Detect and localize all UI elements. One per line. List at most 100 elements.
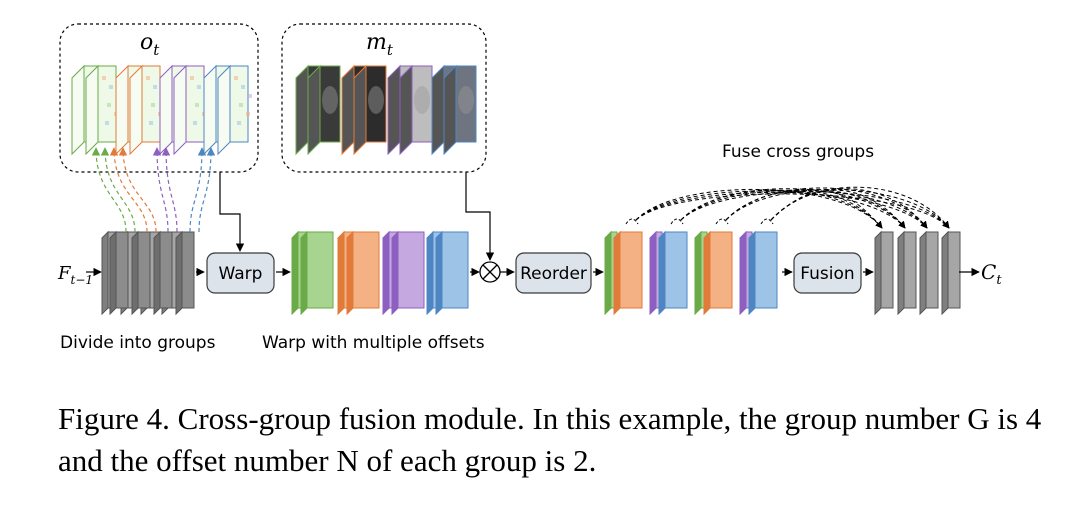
output-feature-sheet-side — [897, 230, 905, 316]
offset-map-speckle — [190, 76, 194, 80]
reordered-blue-sheet-face — [754, 231, 778, 309]
offset-map-orange-side — [115, 64, 129, 156]
fuse-cross-dashed-arrow-icon — [680, 188, 906, 229]
input-feature-sheet-face — [159, 231, 173, 309]
input-label: Ft−1 — [57, 263, 93, 287]
offset-map-speckle — [239, 103, 243, 107]
group-to-offset-orange-arrow-icon — [118, 147, 157, 233]
offset-map-purple — [173, 64, 208, 156]
offset-map-orange-side — [129, 64, 143, 156]
warped-green-sheet — [300, 230, 334, 316]
mask-map-texture — [414, 86, 430, 114]
fuse-source-loop-icon — [625, 218, 639, 225]
reordered-orange-sheet-face — [619, 231, 643, 309]
offset-label: ot — [140, 30, 160, 59]
offset-map-orange — [129, 64, 164, 156]
reordered-blue-sheet — [658, 230, 688, 316]
mask-map-blue-side — [431, 64, 445, 156]
output-feature-sheet-face — [925, 231, 939, 309]
group-to-offset-blue-arrow-icon — [198, 147, 216, 233]
mask-map-blue-face — [455, 65, 477, 143]
fuse-source-loop-icon — [715, 218, 729, 225]
mask-map-texture — [322, 86, 338, 114]
fuse-cross-dashed-arrow-icon — [770, 189, 906, 229]
reordered-blue-sheet-side — [658, 230, 666, 316]
fuse-cross-dashed-arrow-icon — [635, 193, 950, 229]
offset-map-speckle — [107, 103, 111, 107]
fuse-cross-dashed-arrow-icon — [680, 191, 950, 229]
warped-purple-sheet-side — [391, 230, 399, 316]
offset-map-blue-side — [217, 64, 231, 156]
reordered-blue-sheet-face — [664, 231, 688, 309]
mask-map-green-face — [319, 65, 341, 143]
group-to-offset-blue-arrow-icon — [189, 147, 207, 233]
warped-purple-sheet — [391, 230, 425, 316]
offset-map-green — [85, 64, 120, 156]
offset-map-purple-side — [173, 64, 187, 156]
offset-map-speckle — [102, 76, 106, 80]
offset-map-speckle — [234, 76, 238, 80]
group-to-offset-purple-arrow-icon — [152, 147, 169, 233]
mask-map-purple — [399, 64, 433, 156]
offset-panel-frame — [59, 23, 259, 173]
warped-orange-sheet — [346, 230, 380, 316]
fusion-button[interactable] — [793, 252, 862, 294]
offset-map-speckle — [195, 103, 199, 107]
offset-map-speckle — [149, 121, 153, 125]
input-feature-sheet-side — [175, 230, 183, 316]
warped-green-sheet-side — [300, 230, 308, 316]
input-feature-sheet-side — [153, 230, 161, 316]
offset-map-purple-side — [159, 64, 173, 156]
multiply-cross-b — [482, 264, 498, 280]
offset-map-speckle — [109, 85, 113, 89]
offset-map-speckle — [146, 76, 150, 80]
output-feature-sheet — [919, 230, 939, 316]
mask-map-orange-side — [341, 64, 355, 156]
fuse-cross-dashed-arrow-icon — [635, 190, 906, 229]
fuse-cross-groups-label: Fuse cross groups — [722, 142, 874, 162]
input-feature-sheet-side — [101, 230, 109, 316]
warped-blue-sheet-side — [435, 230, 443, 316]
output-feature-sheet — [941, 230, 961, 316]
warped-green-sheet-side — [291, 230, 299, 316]
offset-map-speckle — [153, 85, 157, 89]
input-feature-sheet-face — [115, 231, 129, 309]
reordered-green-sheet-side — [604, 230, 612, 316]
warp-button[interactable] — [206, 252, 275, 294]
figure-caption: Figure 4. Cross-group fusion module. In … — [58, 401, 1042, 478]
fuse-source-loop-icon — [760, 218, 774, 225]
mask-maps — [295, 64, 477, 156]
fuse-cross-dashed-arrow-icon — [725, 187, 928, 229]
warped-purple-sheet-side — [382, 230, 390, 316]
group-to-offset-green-arrow-icon — [91, 147, 127, 233]
offset-map-green-side — [85, 64, 99, 156]
mask-map-green — [307, 64, 341, 156]
output-feature-sheet — [874, 230, 894, 316]
offset-map-green-side — [71, 64, 85, 156]
input-feature-sheet — [131, 230, 151, 316]
reorder-label: Reorder — [520, 264, 587, 284]
mask-panel-frame — [281, 23, 487, 173]
input-feature-sheet-face — [137, 231, 151, 309]
mask-map-texture — [458, 86, 474, 114]
reorder-button[interactable] — [515, 252, 592, 294]
output-feature-sheet-face — [880, 231, 894, 309]
reordered-orange-sheet-side — [613, 230, 621, 316]
output-feature-sheet-side — [941, 230, 949, 316]
warped-blue-sheet — [435, 230, 469, 316]
mask-map-green-side — [295, 64, 309, 156]
warped-purple-sheet-face — [397, 231, 425, 309]
output-feature-sheet — [897, 230, 917, 316]
group-to-offset-orange-arrow-icon — [109, 147, 148, 233]
offset-to-warp-arrow-icon — [219, 172, 245, 252]
offset-map-blue — [217, 64, 252, 156]
offset-map-blue-side — [203, 64, 217, 156]
output-feature-sheet-face — [947, 231, 961, 309]
cross-group-fusion-diagram: ot mt Fuse cross groups Ft−1 Warp Reorde… — [57, 23, 1002, 353]
input-feature-sheet-side — [131, 230, 139, 316]
mask-map-blue — [443, 64, 477, 156]
fuse-cross-dashed-arrow-icon — [770, 188, 928, 229]
warp-multiple-offsets-label: Warp with multiple offsets — [262, 333, 485, 353]
offset-map-speckle — [241, 85, 245, 89]
offset-map-speckle — [193, 121, 197, 125]
